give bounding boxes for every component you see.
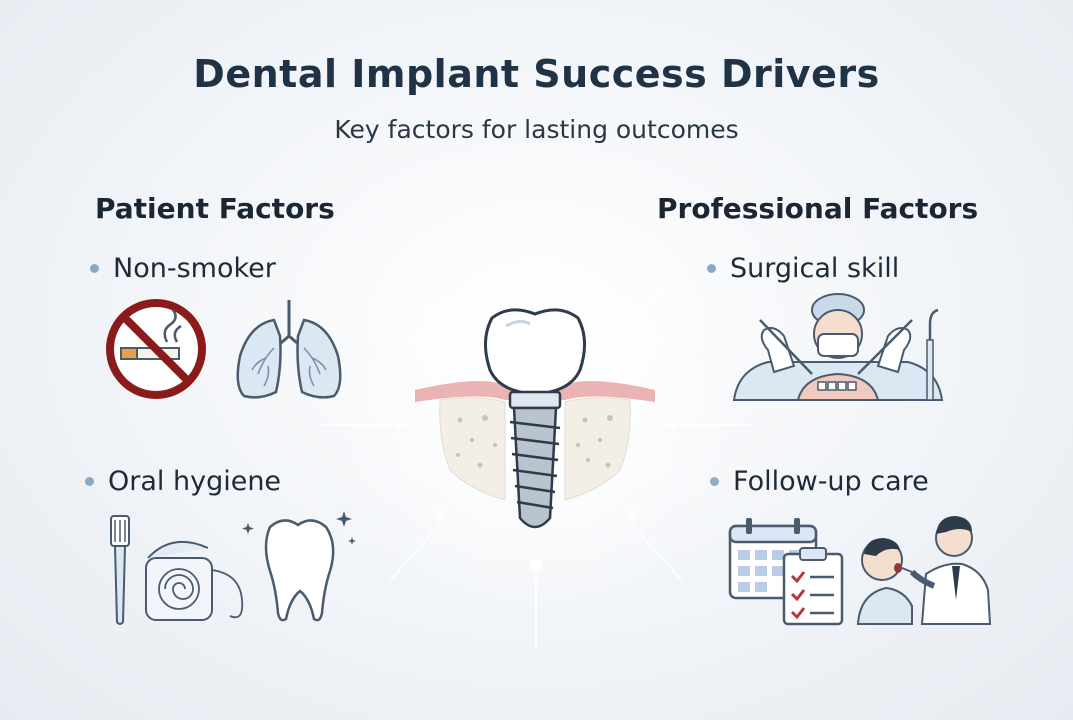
lungs-icon <box>236 300 342 399</box>
patient-factors-heading: Patient Factors <box>95 192 335 225</box>
checklist-icon <box>782 547 844 626</box>
page-title: Dental Implant Success Drivers <box>193 52 880 96</box>
bullet-oral-hygiene: Oral hygiene <box>85 466 281 497</box>
bullet-label: Follow-up care <box>733 466 929 497</box>
dentist-patient-icon <box>856 516 992 625</box>
bullet-dot <box>707 264 716 273</box>
dental-floss-icon <box>145 541 244 621</box>
bullet-dot <box>85 477 94 486</box>
page-subtitle: Key factors for lasting outcomes <box>334 115 739 144</box>
dental-implant-icon <box>415 308 655 529</box>
no-smoking-icon <box>106 299 206 399</box>
surgeon-icon <box>732 293 944 401</box>
bullet-dot <box>90 264 99 273</box>
toothbrush-icon <box>110 515 130 625</box>
bullet-label: Oral hygiene <box>108 466 282 497</box>
bullet-label: Non-smoker <box>113 253 276 284</box>
bullet-non-smoker: Non-smoker <box>90 253 276 284</box>
bullet-follow-up-care: Follow-up care <box>710 466 929 497</box>
bullet-label: Surgical skill <box>730 253 900 284</box>
professional-factors-heading: Professional Factors <box>657 192 979 225</box>
clean-tooth-icon <box>242 511 356 622</box>
bullet-surgical-skill: Surgical skill <box>707 253 899 284</box>
